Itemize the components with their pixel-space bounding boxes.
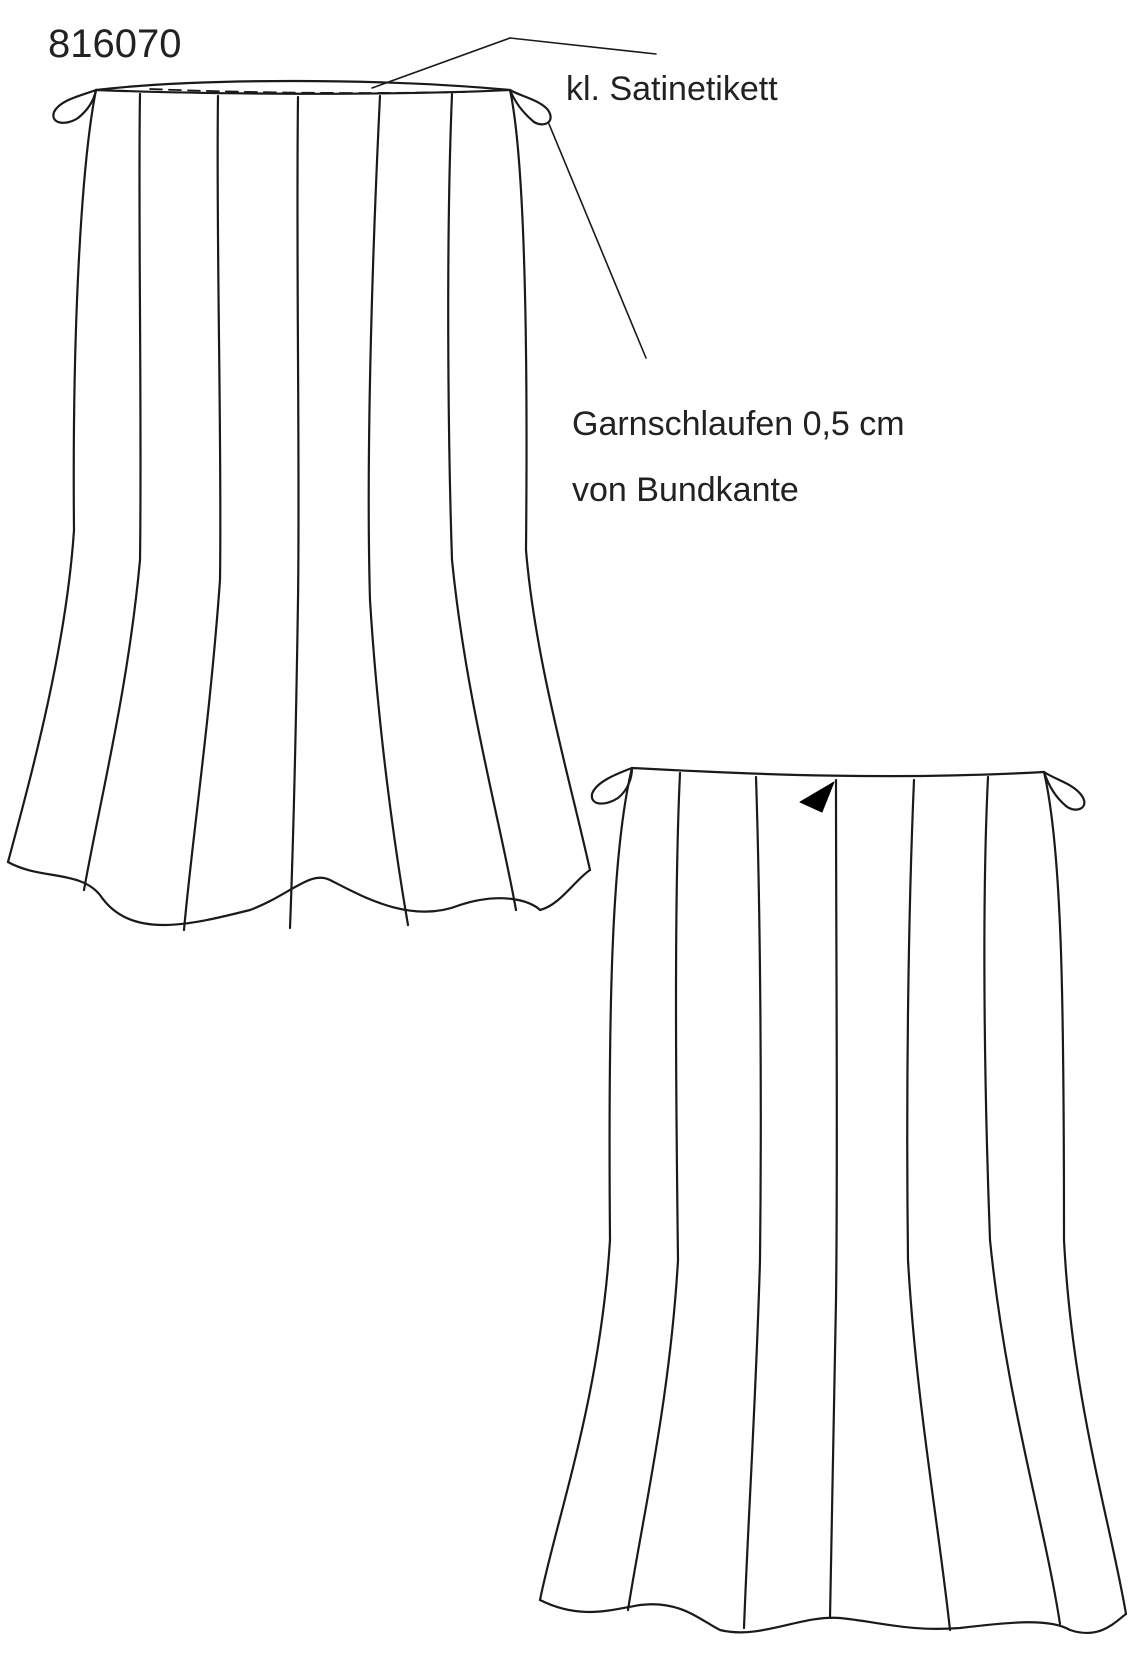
- satin-label-leader-2: [509, 37, 657, 55]
- satin-label-stitching: [149, 88, 466, 94]
- thread-loops-annotation-line1: Garnschlaufen 0,5 cm: [572, 405, 905, 443]
- front-right-thread-loop: [508, 88, 552, 126]
- front-hem: [6, 860, 592, 927]
- front-right-side-seam: [508, 88, 592, 872]
- thread-loops-annotation: Garnschlaufen 0,5 cm von Bundkante: [572, 391, 905, 523]
- zipper-end-marker-icon: [799, 781, 835, 813]
- back-waistband-top: [630, 766, 1046, 778]
- front-panel-seam-1: [82, 92, 142, 892]
- front-panel-seam-2: [182, 94, 222, 932]
- back-view-skirt: [538, 766, 1128, 1635]
- back-panel-seam-5: [983, 775, 1062, 1626]
- front-waistband-top: [94, 79, 512, 92]
- back-right-thread-loop: [1042, 770, 1086, 811]
- front-view-skirt: [6, 79, 592, 932]
- satin-label-annotation: kl. Satinetikett: [566, 70, 778, 108]
- back-panel-seam-1: [626, 771, 682, 1612]
- back-right-side-seam: [1042, 770, 1128, 1616]
- back-hem: [538, 1598, 1128, 1635]
- back-panel-seam-2: [742, 775, 762, 1630]
- back-left-thread-loop: [590, 766, 634, 805]
- back-center-seam: [828, 778, 838, 1620]
- model-number: 816070: [48, 22, 182, 66]
- front-panel-seam-3: [288, 95, 300, 930]
- satin-label-leader-1: [371, 37, 511, 89]
- front-panel-seam-4: [367, 94, 410, 927]
- back-left-side-seam: [538, 766, 634, 1602]
- thread-loops-annotation-line2: von Bundkante: [572, 471, 799, 509]
- back-panel-seam-4: [906, 778, 952, 1632]
- front-left-side-seam: [6, 88, 98, 864]
- front-left-thread-loop: [52, 88, 98, 124]
- thread-loop-leader: [548, 123, 647, 359]
- front-panel-seam-5: [447, 92, 518, 912]
